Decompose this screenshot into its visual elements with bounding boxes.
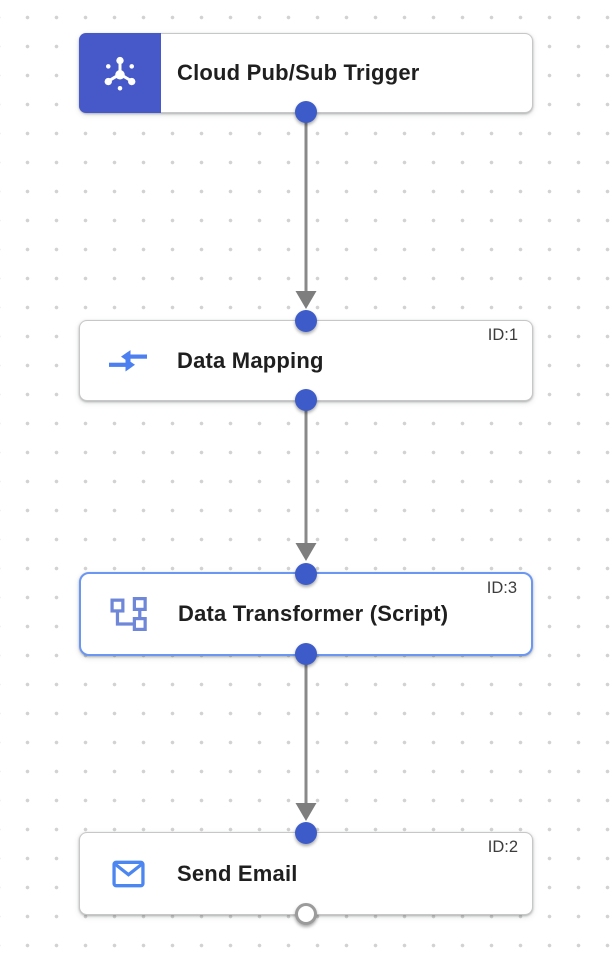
edge-transformer-to-sendemail[interactable] <box>295 656 317 821</box>
output-port[interactable] <box>295 643 317 665</box>
output-port[interactable] <box>295 389 317 411</box>
node-id-badge: ID:3 <box>486 579 517 597</box>
node-id-badge: ID:1 <box>487 326 518 344</box>
node-send-email[interactable]: ID:2 Send Email <box>79 822 533 925</box>
data-mapping-icon <box>106 347 150 374</box>
node-id-badge: ID:2 <box>487 838 518 856</box>
node-label: Data Mapping <box>177 347 324 373</box>
output-port-open[interactable] <box>295 903 317 925</box>
send-email-icon <box>106 860 150 888</box>
node-data-mapping[interactable]: ID:1 Data Mapping <box>79 310 533 411</box>
node-label: Send Email <box>177 860 298 886</box>
input-port[interactable] <box>295 563 317 585</box>
pubsub-icon <box>104 56 136 91</box>
edge-trigger-to-datamapping[interactable] <box>295 113 317 309</box>
data-transformer-icon <box>107 596 151 633</box>
node-label: Data Transformer (Script) <box>178 601 449 626</box>
node-label: Cloud Pub/Sub Trigger <box>177 60 420 85</box>
output-port[interactable] <box>295 101 317 123</box>
node-cloud-pubsub-trigger[interactable]: Cloud Pub/Sub Trigger <box>79 33 533 123</box>
trigger-icon-block <box>79 33 161 113</box>
input-port[interactable] <box>295 310 317 332</box>
input-port[interactable] <box>295 822 317 844</box>
node-data-transformer-script[interactable]: ID:3 Data Transformer (Script) <box>79 563 533 665</box>
edge-datamapping-to-transformer[interactable] <box>295 401 317 561</box>
